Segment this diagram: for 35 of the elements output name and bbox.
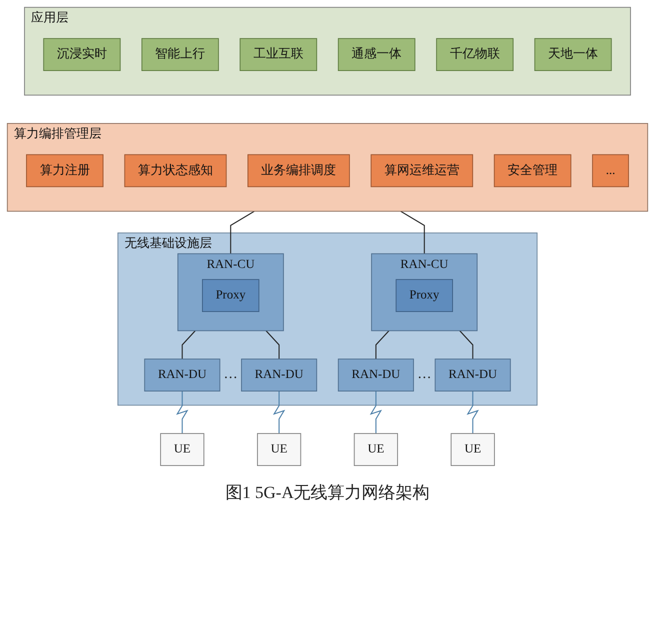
connector: [272, 390, 286, 434]
node-box: UE: [354, 433, 398, 466]
node-box: Proxy: [202, 279, 260, 312]
connector: [370, 390, 382, 434]
node-box: 沉浸实时: [43, 38, 121, 71]
node-box: ...: [592, 154, 629, 188]
node-box: 安全管理: [494, 154, 572, 188]
connector: [266, 330, 280, 360]
node-box: RAN-DU: [338, 358, 414, 392]
node-box: 算力注册: [26, 154, 104, 188]
connector: [400, 210, 425, 254]
node-box: 天地一体: [534, 38, 612, 71]
node-box: 业务编排调度: [247, 154, 350, 188]
connector: [459, 330, 474, 360]
caption: 图1 5G-A无线算力网络架构: [225, 482, 430, 504]
node-box: 算力状态感知: [124, 154, 227, 188]
node-box: 算网运维运营: [370, 154, 474, 188]
node-box: 千亿物联: [436, 38, 514, 71]
connector: [375, 330, 390, 360]
ellipsis-text: …: [417, 368, 432, 382]
connector: [466, 390, 479, 434]
node-box: 智能上行: [141, 38, 219, 71]
connector: [182, 330, 196, 360]
node-box: Proxy: [396, 279, 453, 312]
node-box: RAN-DU: [241, 358, 318, 392]
node-box: 通感一体: [338, 38, 416, 71]
connector: [230, 210, 255, 254]
node-box: UE: [257, 433, 302, 466]
ellipsis-text: …: [224, 368, 238, 382]
node-box: RAN-DU: [144, 358, 220, 392]
node-box: UE: [160, 433, 204, 466]
node-box: RAN-DU: [434, 358, 511, 392]
connector: [176, 390, 188, 434]
node-box: UE: [450, 433, 495, 466]
node-box: 工业互联: [240, 38, 318, 71]
